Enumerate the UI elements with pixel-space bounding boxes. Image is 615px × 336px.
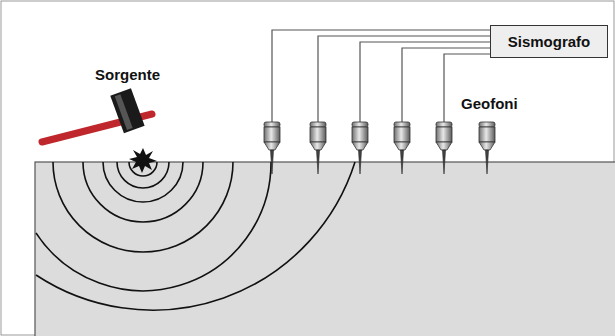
- wavefronts: [36, 162, 355, 310]
- cables: [272, 30, 490, 122]
- recorder-box: Sismografo: [490, 25, 608, 58]
- part-label: Geofoni: [461, 95, 518, 112]
- part-label: Sorgente: [95, 66, 160, 83]
- impact-star: [129, 148, 157, 173]
- geophones: [264, 122, 495, 174]
- hammer: [42, 88, 152, 142]
- ground: [35, 162, 615, 336]
- box-label: Sismografo: [500, 33, 599, 50]
